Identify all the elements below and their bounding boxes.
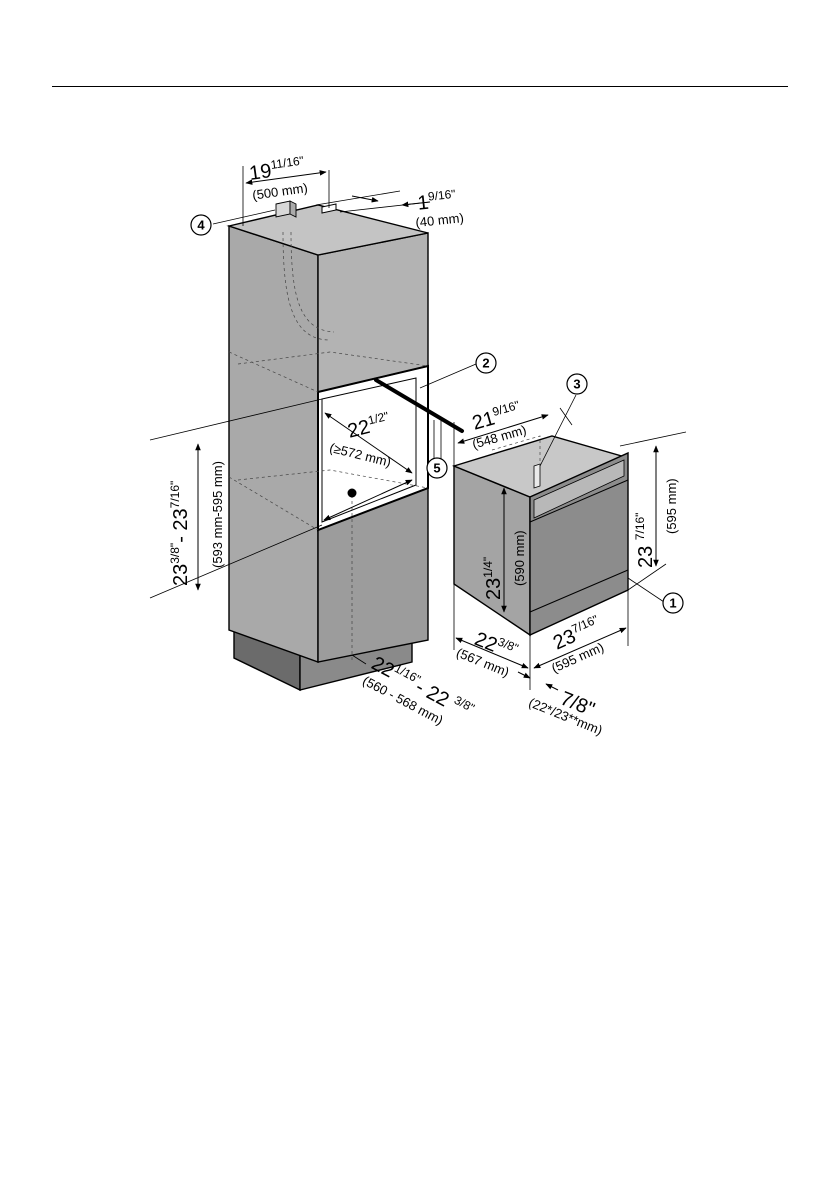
dim-niche-height: 233/8"- 237/16"	[168, 481, 192, 586]
svg-text:(590 mm): (590 mm)	[512, 530, 527, 586]
svg-text:233/8"- 237/16": 233/8"- 237/16"	[168, 481, 192, 586]
callout-1: 1	[663, 593, 683, 613]
callout-5: 5	[427, 458, 447, 478]
dim-niche-depth: 221/16"- 22 3/8" (560 - 568 mm)	[360, 651, 477, 738]
dim-front-thickness: 7/8" (22*/23**mm)	[527, 677, 612, 738]
svg-text:(595 mm): (595 mm)	[664, 478, 679, 534]
dim-oven-depth-top: 219/16" (548 mm)	[464, 398, 529, 452]
cabinet-upper-back	[318, 233, 428, 392]
niche-center-point	[348, 489, 357, 498]
dim-oven-front-height: 23 7/16"	[633, 513, 657, 568]
dim-niche-height-metric: (593 mm-595 mm)	[210, 461, 225, 568]
svg-text:(593 mm-595 mm): (593 mm-595 mm)	[210, 461, 225, 568]
cabinet-side-panel	[229, 226, 318, 662]
callout-4-label: 4	[197, 218, 205, 233]
dim-oven-body-depth: 223/8" (567 mm)	[454, 622, 521, 680]
svg-text:1911/16": 1911/16"	[248, 153, 306, 185]
oven-nameplate	[534, 464, 540, 488]
callout-2: 2	[476, 353, 496, 373]
svg-text:23 7/16": 23 7/16"	[633, 513, 657, 568]
dim-oven-body-height-metric: (590 mm)	[512, 530, 527, 586]
callout-5-label: 5	[433, 461, 440, 476]
dim-top-depth: 19/16" (40 mm)	[412, 186, 464, 230]
dim-oven-front-height-metric: (595 mm)	[664, 478, 679, 534]
callout-1-label: 1	[669, 596, 676, 611]
callout-2-label: 2	[482, 356, 489, 371]
oven-appliance	[454, 436, 628, 635]
ventilation-cutout	[276, 201, 296, 217]
tall-cabinet	[229, 201, 428, 690]
callout-4: 4	[191, 215, 211, 235]
callout-3: 3	[567, 374, 587, 394]
callout-3-label: 3	[573, 377, 580, 392]
